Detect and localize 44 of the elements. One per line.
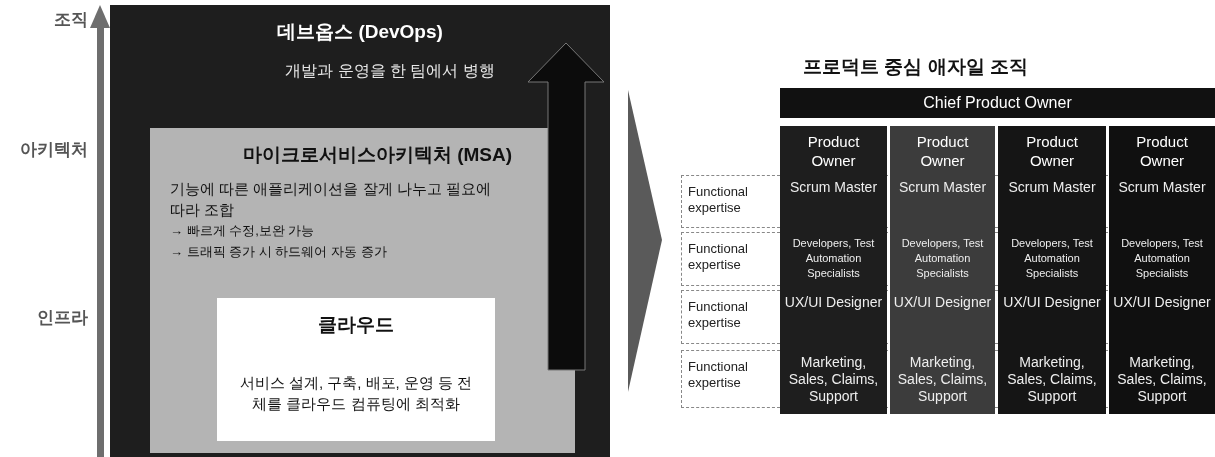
table-cell: Scrum Master bbox=[890, 175, 995, 228]
box-title: 데브옵스 (DevOps) bbox=[276, 20, 444, 44]
table-cell: Marketing, Sales, Claims, Support bbox=[780, 350, 887, 408]
axis-label: 아키텍처 bbox=[19, 139, 88, 161]
box-title: 마이크로서비스아키텍처 (MSA) bbox=[241, 143, 514, 167]
table-cell: Scrum Master bbox=[998, 175, 1106, 228]
table-cell: Developers, Test Automation Specialists bbox=[1109, 232, 1215, 286]
column-heading: Product Owner bbox=[806, 132, 861, 170]
box-text: 개발과 운영을 한 팀에서 병행 bbox=[284, 61, 496, 81]
table-cell: Marketing, Sales, Claims, Support bbox=[998, 350, 1106, 408]
row-heading: Functional expertise bbox=[681, 290, 780, 344]
table-cell: UX/UI Designer bbox=[998, 290, 1106, 344]
row-heading: Functional expertise bbox=[681, 232, 780, 286]
column-heading: Product Owner bbox=[1025, 132, 1079, 170]
axis-label: 조직 bbox=[53, 9, 88, 31]
section-title: 프로덕트 중심 애자일 조직 bbox=[803, 55, 1028, 79]
team-column bbox=[1109, 126, 1215, 414]
table-cell: UX/UI Designer bbox=[1109, 290, 1215, 344]
box-text: → 트래픽 증가 시 하드웨어 자동 증가 bbox=[170, 243, 388, 261]
table-cell: Marketing, Sales, Claims, Support bbox=[1109, 350, 1215, 408]
column-heading: Product Owner bbox=[915, 132, 970, 170]
box-text: → 빠르게 수정,보완 가능 bbox=[170, 222, 316, 240]
table-cell: Scrum Master bbox=[1109, 175, 1215, 228]
table-cell: Developers, Test Automation Specialists bbox=[998, 232, 1106, 286]
table-cell: Marketing, Sales, Claims, Support bbox=[890, 350, 995, 408]
team-column bbox=[780, 126, 887, 414]
table-cell: UX/UI Designer bbox=[890, 290, 995, 344]
header-bar: Chief Product Owner bbox=[780, 88, 1215, 118]
box-text: 서비스 설계, 구축, 배포, 운영 등 전체를 클라우드 컴퓨팅에 최적화 bbox=[238, 373, 474, 414]
layer-box bbox=[110, 5, 610, 457]
table-cell: Developers, Test Automation Specialists bbox=[780, 232, 887, 286]
layer-box bbox=[150, 128, 575, 453]
team-column bbox=[890, 126, 995, 414]
box-title: 클라우드 bbox=[317, 313, 395, 337]
row-heading: Functional expertise bbox=[681, 175, 780, 228]
box-text: 기능에 따른 애플리케이션을 잘게 나누고 필요에 따라 조합 bbox=[170, 179, 492, 220]
axis-label: 인프라 bbox=[36, 307, 88, 329]
table-cell: UX/UI Designer bbox=[780, 290, 887, 344]
table-cell: Developers, Test Automation Specialists bbox=[890, 232, 995, 286]
team-column bbox=[998, 126, 1106, 414]
column-heading: Product Owner bbox=[1135, 132, 1189, 170]
layer-box bbox=[217, 298, 495, 441]
table-cell: Scrum Master bbox=[780, 175, 887, 228]
row-heading: Functional expertise bbox=[681, 350, 780, 408]
